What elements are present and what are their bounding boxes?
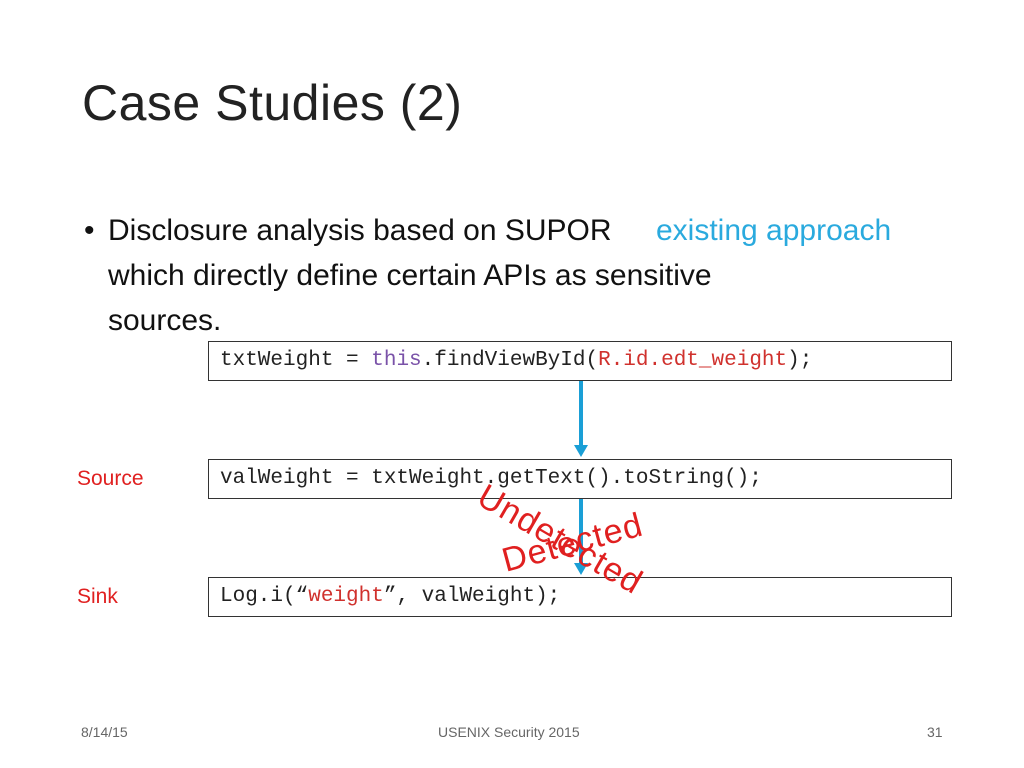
code-keyword: this bbox=[371, 349, 422, 372]
code-line-find-view: txtWeight = this.findViewById(R.id.edt_w… bbox=[208, 341, 952, 381]
footer-venue: USENIX Security 2015 bbox=[438, 724, 580, 740]
code-resource-id: R.id.edt_weight bbox=[598, 349, 788, 372]
existing-approach-overlay: existing approach bbox=[656, 214, 892, 247]
bullet-line-2: which directly define certain APIs as se… bbox=[108, 259, 712, 292]
source-label: Source bbox=[77, 467, 144, 490]
code-string-literal: weight bbox=[308, 585, 384, 608]
page-number: 31 bbox=[927, 724, 943, 740]
footer-date: 8/14/15 bbox=[81, 724, 128, 740]
code-text: valWeight = txtWeight.getText().toString… bbox=[220, 467, 762, 490]
code-text: ); bbox=[787, 349, 813, 372]
code-text: Log.i(“ bbox=[220, 585, 309, 608]
slide-title: Case Studies (2) bbox=[82, 75, 463, 131]
arrow-down-icon bbox=[574, 445, 588, 457]
sink-label: Sink bbox=[77, 585, 118, 608]
code-text: ”, valWeight); bbox=[383, 585, 561, 608]
code-text: txtWeight = bbox=[220, 349, 372, 372]
bullet-icon: • bbox=[84, 214, 95, 247]
code-line-get-text: valWeight = txtWeight.getText().toString… bbox=[208, 459, 952, 499]
code-line-log: Log.i(“weight”, valWeight); bbox=[208, 577, 952, 617]
flow-arrow-2-shaft bbox=[579, 499, 583, 565]
flow-arrow-1-shaft bbox=[579, 381, 583, 447]
code-text: .findViewById( bbox=[421, 349, 599, 372]
arrow-down-icon bbox=[574, 563, 588, 575]
bullet-line-1: Disclosure analysis based on SUPOR bbox=[108, 214, 612, 247]
bullet-line-3: sources. bbox=[108, 304, 222, 337]
